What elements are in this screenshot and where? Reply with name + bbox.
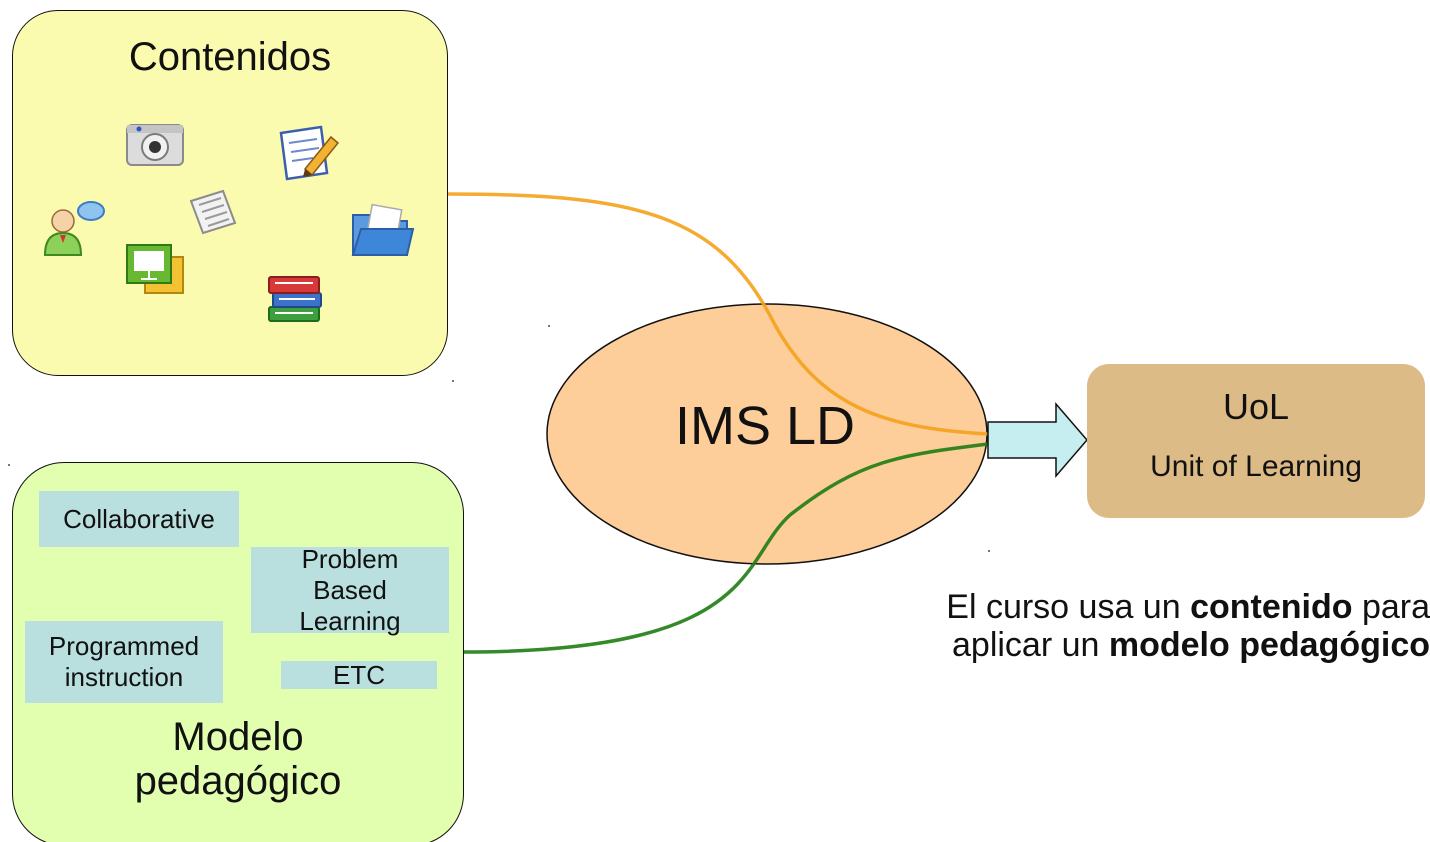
tag-pbl-line3: Learning [299,605,401,636]
user-chat-icon [43,201,105,256]
tag-etc-label: ETC [333,659,385,690]
caption-line1: El curso usa un contenido para [790,588,1430,626]
ims-ld-label: IMS LD [674,396,856,456]
notepad-pencil-icon [279,125,340,181]
tag-programmed-instruction: Programmed instruction [25,621,223,703]
model-connector [463,442,989,654]
presentation-icon [126,244,184,294]
model-title-line1: Modelo [172,715,304,759]
tag-pbl-line2: Based [313,574,387,605]
caption: El curso usa un contenido para aplicar u… [790,588,1430,664]
camera-icon [126,124,184,166]
uol-title: UoL [1222,386,1290,427]
caption-bold-content: contenido [1190,588,1353,626]
stray-dot [452,380,454,382]
tag-programmed-line1: Programmed [48,631,200,661]
stray-dot [8,464,10,466]
tag-problem-based-learning: Problem Based Learning [251,543,449,636]
tag-pbl-line1: Problem [301,543,399,574]
tag-collaborative-label: Collaborative [63,503,215,534]
caption-bold-model: modelo pedagógico [1108,626,1430,664]
newspaper-icon [189,189,237,235]
caption-text-1: El curso usa un [946,588,1191,626]
caption-text-2: para [1352,588,1430,626]
uol-box: UoL Unit of Learning [1087,364,1425,518]
stray-dot [988,550,990,552]
tag-etc: ETC [281,659,437,690]
output-arrow [987,401,1088,479]
content-box: Contenidos [12,10,448,376]
uol-subtitle: Unit of Learning [1150,450,1362,483]
model-title-line2: pedagógico [134,759,342,803]
caption-line2: aplicar un modelo pedagógico [790,626,1430,664]
model-title: Modelo pedagógico [13,715,463,803]
stray-dot [548,325,550,327]
content-title: Contenidos [128,35,332,79]
tag-collaborative: Collaborative [39,491,239,547]
folder-icon [351,203,415,256]
caption-text-3: aplicar un [952,626,1109,664]
tag-programmed-line2: instruction [64,662,184,692]
pedagogical-model-box: Collaborative Problem Based Learning Pro… [12,462,464,842]
content-connector [447,192,989,436]
books-icon [268,276,322,322]
